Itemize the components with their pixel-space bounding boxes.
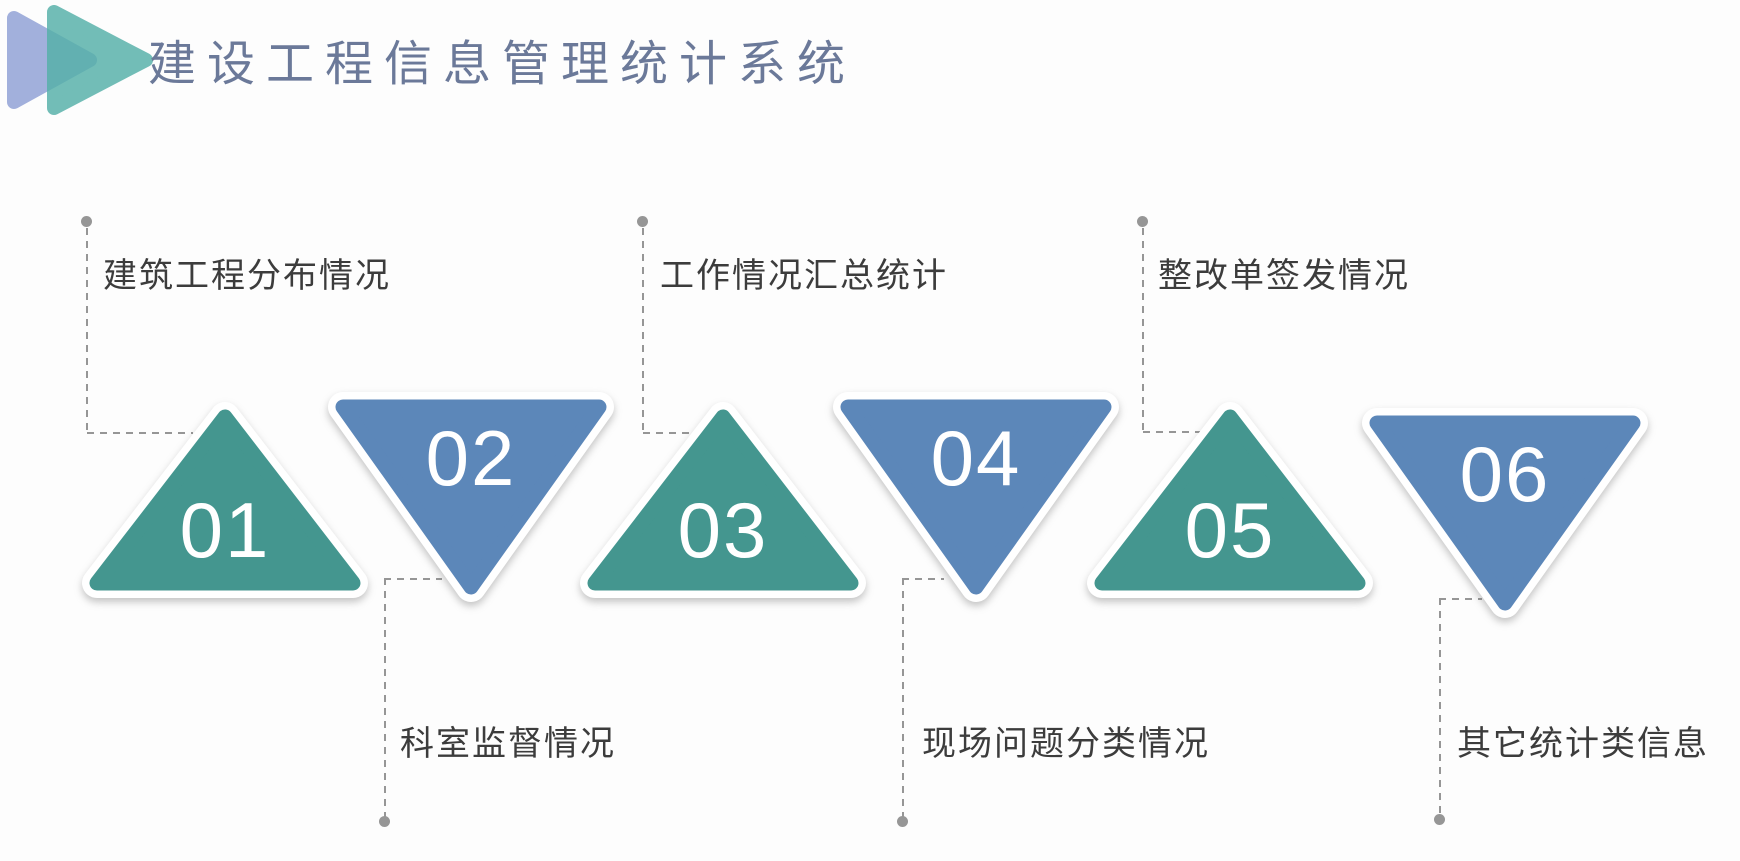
triangle-down-icon xyxy=(833,392,1119,602)
triangle-04: 04 xyxy=(826,385,1126,610)
connector-dot-04 xyxy=(897,816,908,827)
triangle-up-icon xyxy=(82,402,368,598)
connector-line-02 xyxy=(384,578,442,580)
item-label-06: 其它统计类信息 xyxy=(1457,725,1709,763)
triangle-number: 04 xyxy=(930,414,1022,502)
connector-line-06 xyxy=(1439,598,1441,816)
connector-line-05 xyxy=(1142,228,1144,431)
connector-line-06 xyxy=(1439,598,1482,600)
connector-line-05 xyxy=(1143,431,1200,433)
triangle-up-icon xyxy=(1087,402,1373,598)
triangle-02: 02 xyxy=(321,385,621,610)
connector-dot-02 xyxy=(379,816,390,827)
connector-dot-01 xyxy=(81,216,92,227)
triangle-number: 06 xyxy=(1459,430,1551,518)
connector-dot-05 xyxy=(1137,216,1148,227)
connector-line-03 xyxy=(642,228,644,432)
triangle-03: 03 xyxy=(573,395,873,605)
page-title: 建设工程信息管理统计系统 xyxy=(148,38,857,91)
connector-line-04 xyxy=(902,578,944,580)
connector-line-02 xyxy=(384,578,386,818)
item-label-02: 科室监督情况 xyxy=(400,725,616,763)
triangle-05: 05 xyxy=(1080,395,1380,605)
item-label-05: 整改单签发情况 xyxy=(1158,257,1410,295)
triangle-number: 05 xyxy=(1184,486,1276,574)
connector-line-01 xyxy=(86,228,88,432)
triangle-number: 01 xyxy=(179,486,271,574)
triangle-01: 01 xyxy=(75,395,375,605)
play-triangles-logo-icon xyxy=(7,5,153,115)
connector-line-03 xyxy=(643,432,701,434)
item-label-04: 现场问题分类情况 xyxy=(922,725,1210,763)
triangle-up-icon xyxy=(580,402,866,598)
connector-line-01 xyxy=(87,432,193,434)
triangle-down-icon xyxy=(328,392,614,602)
triangle-number: 02 xyxy=(425,414,517,502)
item-label-03: 工作情况汇总统计 xyxy=(660,257,948,295)
triangle-06: 06 xyxy=(1355,401,1655,626)
connector-line-04 xyxy=(902,578,904,818)
item-label-01: 建筑工程分布情况 xyxy=(103,257,391,295)
connector-dot-03 xyxy=(637,216,648,227)
triangle-number: 03 xyxy=(677,486,769,574)
connector-dot-06 xyxy=(1434,814,1445,825)
triangle-down-icon xyxy=(1362,408,1648,618)
logo-front-triangle xyxy=(47,5,153,115)
